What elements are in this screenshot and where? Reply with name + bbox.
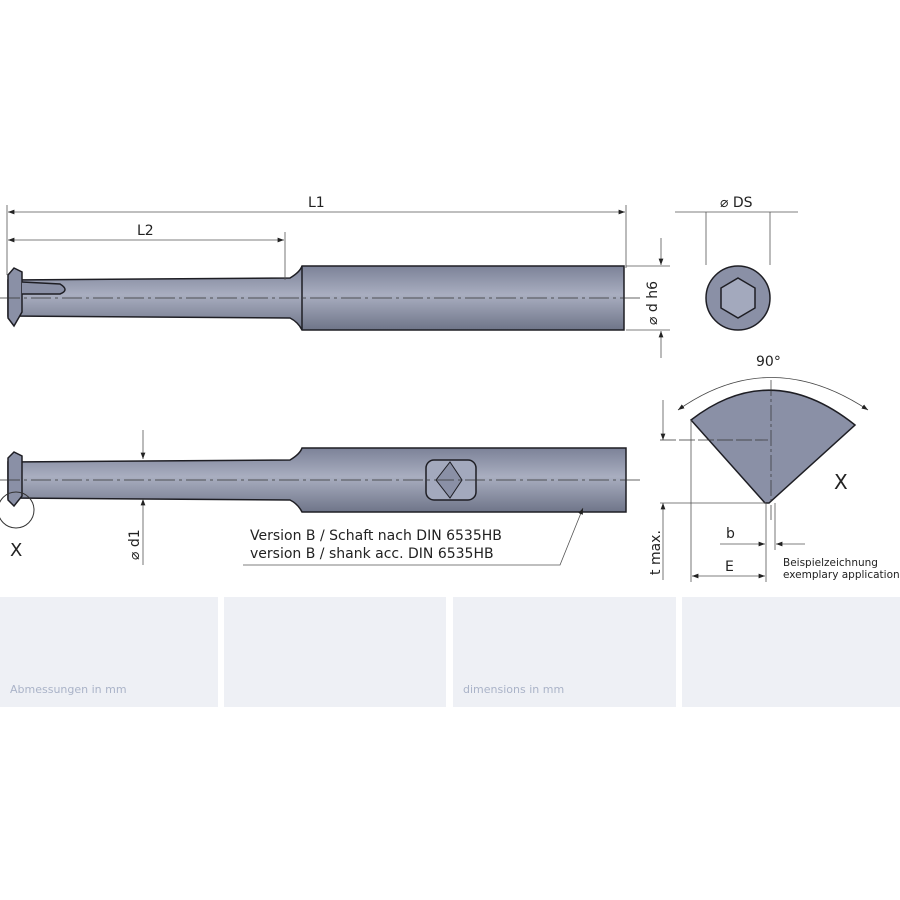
example-text-de: Beispielzeichnung (783, 557, 878, 569)
detail-circle (0, 491, 35, 529)
label-angle: 90° (756, 354, 781, 370)
tool-end-view (675, 211, 798, 331)
table-cell (224, 597, 446, 707)
label-d1: ⌀ d1 (127, 529, 143, 560)
table-cell (682, 597, 900, 707)
label-L1: L1 (308, 195, 325, 211)
table-cell: Abmessungen in mm (0, 597, 218, 707)
version-text-de: Version B / Schaft nach DIN 6535HB (250, 528, 502, 544)
label-E: E (725, 559, 734, 575)
label-DS: ⌀ DS (720, 195, 753, 211)
label-L2: L2 (137, 223, 154, 239)
label-b: b (726, 526, 735, 542)
version-text-en: version B / shank acc. DIN 6535HB (250, 546, 494, 562)
dimensions-note-de: Abmessungen in mm (10, 683, 127, 696)
label-X-view: X (834, 470, 848, 494)
dimension-lines (6, 205, 670, 358)
table-cell: dimensions in mm (453, 597, 676, 707)
detail-x-view (660, 377, 869, 582)
label-X-detail: X (10, 540, 22, 561)
example-text-en: exemplary application (783, 569, 900, 581)
label-d-h6: ⌀ d h6 (645, 281, 661, 325)
dimensions-note-en: dimensions in mm (463, 683, 565, 696)
label-t-max: t max. (648, 530, 664, 575)
tool-drawing: L1 L2 ⌀ d h6 ⌀ DS X ⌀ d1 Version B / Sch… (0, 195, 900, 582)
